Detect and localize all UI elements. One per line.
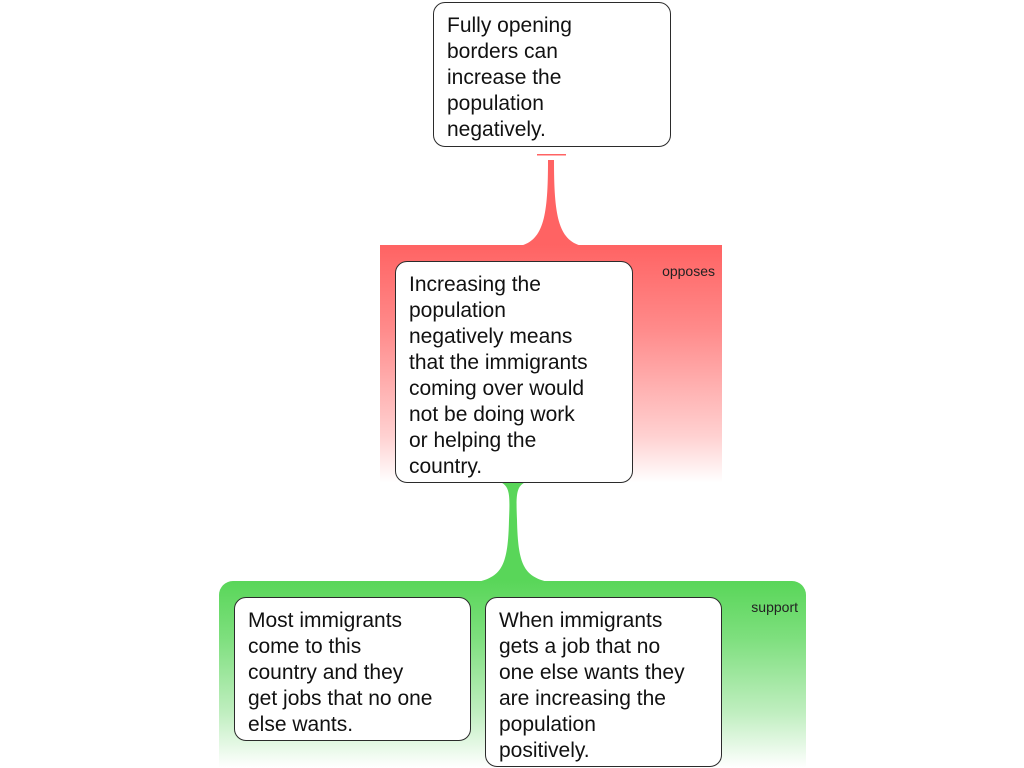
opposes-label: opposes <box>662 263 715 279</box>
support-connector-stem <box>478 482 548 582</box>
claim-node[interactable]: Fully opening borders can increase the p… <box>433 2 671 147</box>
opposes-connector-stem <box>520 160 582 246</box>
support-node-2[interactable]: When immigrants gets a job that no one e… <box>485 597 722 767</box>
objection-node[interactable]: Increasing the population negatively mea… <box>395 261 633 483</box>
support-node-1[interactable]: Most immigrants come to this country and… <box>234 597 471 741</box>
opposes-connector-cap <box>537 154 566 156</box>
support-label: support <box>751 599 798 615</box>
